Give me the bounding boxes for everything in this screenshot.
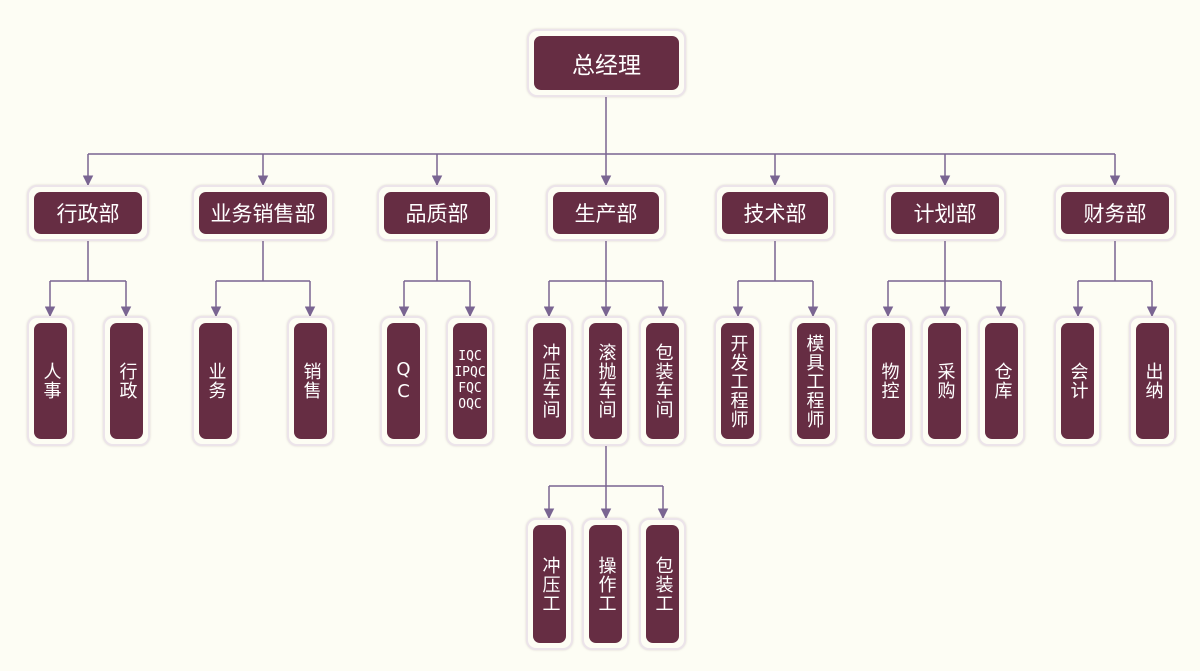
dept-label: 技术部 xyxy=(722,192,828,234)
unit-packing-workshop[interactable]: 包装车间 xyxy=(639,316,686,446)
dept-admin[interactable]: 行政部 xyxy=(27,185,149,241)
unit-warehouse[interactable]: 仓库 xyxy=(978,316,1025,446)
root-node[interactable]: 总经理 xyxy=(527,29,686,97)
dept-quality[interactable]: 品质部 xyxy=(377,185,497,241)
dept-planning[interactable]: 计划部 xyxy=(884,185,1006,241)
unit-label: 会计 xyxy=(1061,323,1094,439)
unit-label: 销售 xyxy=(294,323,327,439)
unit-label: 出纳 xyxy=(1136,323,1169,439)
worker-stamping[interactable]: 冲压工 xyxy=(526,518,573,650)
unit-dev-engineer[interactable]: 开发工程师 xyxy=(714,316,761,446)
unit-sales[interactable]: 销售 xyxy=(287,316,334,446)
dept-technology[interactable]: 技术部 xyxy=(715,185,835,241)
unit-label: 采购 xyxy=(928,323,961,439)
unit-qc[interactable]: QC xyxy=(380,316,427,446)
unit-label: 仓库 xyxy=(985,323,1018,439)
unit-polishing-workshop[interactable]: 滚抛车间 xyxy=(582,316,629,446)
unit-label: 人事 xyxy=(34,323,67,439)
unit-label: 包装车间 xyxy=(646,323,679,439)
unit-label: 业务 xyxy=(199,323,232,439)
dept-label: 财务部 xyxy=(1061,192,1169,234)
worker-operator[interactable]: 操作工 xyxy=(582,518,629,650)
dept-sales[interactable]: 业务销售部 xyxy=(192,185,334,241)
unit-accounting[interactable]: 会计 xyxy=(1054,316,1101,446)
worker-packing[interactable]: 包装工 xyxy=(639,518,686,650)
unit-purchasing[interactable]: 采购 xyxy=(921,316,968,446)
dept-label: 生产部 xyxy=(553,192,659,234)
unit-label: 开发工程师 xyxy=(721,323,754,439)
unit-label: 行政 xyxy=(110,323,143,439)
unit-admin[interactable]: 行政 xyxy=(103,316,150,446)
dept-label: 品质部 xyxy=(384,192,490,234)
unit-inspection[interactable]: IQC IPQC FQC OQC xyxy=(446,316,494,446)
dept-finance[interactable]: 财务部 xyxy=(1054,185,1176,241)
unit-label: 滚抛车间 xyxy=(589,323,622,439)
unit-label: 冲压车间 xyxy=(533,323,566,439)
unit-material-control[interactable]: 物控 xyxy=(865,316,912,446)
worker-label: 操作工 xyxy=(589,525,622,643)
unit-cashier[interactable]: 出纳 xyxy=(1129,316,1176,446)
unit-label: IQC IPQC FQC OQC xyxy=(453,323,487,439)
worker-label: 冲压工 xyxy=(533,525,566,643)
dept-label: 业务销售部 xyxy=(199,192,327,234)
worker-label: 包装工 xyxy=(646,525,679,643)
root-label: 总经理 xyxy=(534,36,679,90)
dept-label: 计划部 xyxy=(891,192,999,234)
dept-production[interactable]: 生产部 xyxy=(546,185,666,241)
unit-hr[interactable]: 人事 xyxy=(27,316,74,446)
unit-label: 物控 xyxy=(872,323,905,439)
unit-label: QC xyxy=(387,323,420,439)
unit-stamping-workshop[interactable]: 冲压车间 xyxy=(526,316,573,446)
unit-mold-engineer[interactable]: 模具工程师 xyxy=(790,316,837,446)
dept-label: 行政部 xyxy=(34,192,142,234)
unit-label: 模具工程师 xyxy=(797,323,830,439)
unit-business[interactable]: 业务 xyxy=(192,316,239,446)
